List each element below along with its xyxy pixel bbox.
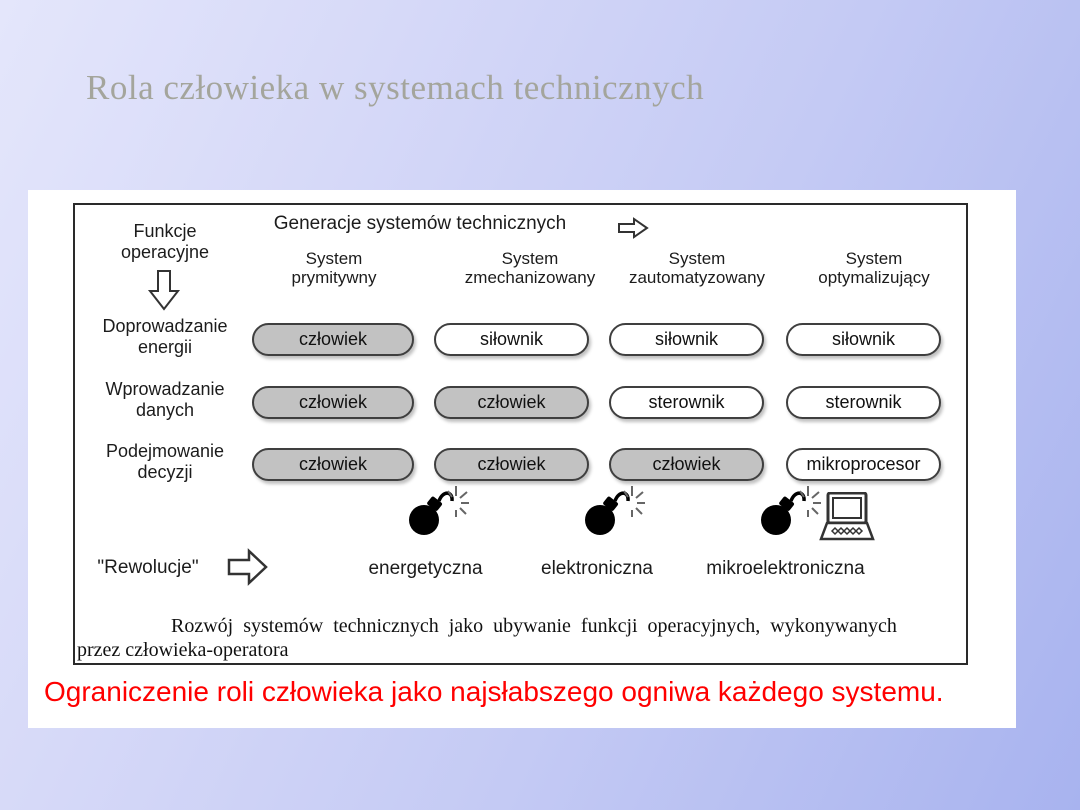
cell-pill: sterownik (609, 386, 764, 419)
revolution-mikroelektroniczna: mikroelektroniczna (706, 558, 865, 579)
column-header-line2: prymitywny (291, 268, 377, 287)
revolution-energetyczna: energetyczna (368, 558, 483, 579)
cell-pill: człowiek (609, 448, 764, 481)
cell-pill: człowiek (252, 323, 414, 356)
column-header-system-zmechanizowany: System zmechanizowany (435, 249, 625, 287)
cell-pill: siłownik (434, 323, 589, 356)
diagram-caption-line2: przez człowieka-operatora (77, 639, 289, 661)
row-label-line2: decyzji (137, 462, 193, 482)
column-header-line2: zautomatyzowany (628, 268, 766, 287)
row-label-doprowadzanie-energii: Doprowadzanie energii (75, 316, 255, 358)
row-label-line1: Podejmowanie (105, 441, 225, 461)
row-label-line2: danych (135, 400, 195, 420)
cell-pill: sterownik (786, 386, 941, 419)
bomb-icon (407, 484, 469, 538)
revolution-elektroniczna: elektroniczna (541, 558, 653, 579)
row-label-line2: energii (137, 337, 193, 357)
column-header-system-zautomatyzowany: System zautomatyzowany (602, 249, 792, 287)
row-label-wprowadzanie-danych: Wprowadzanie danych (75, 379, 255, 421)
bomb-icon (759, 484, 821, 538)
cell-pill: siłownik (786, 323, 941, 356)
diagram-caption-line1: Rozwój systemów technicznych jako ubywan… (171, 615, 897, 637)
right-arrow-icon (227, 546, 269, 588)
generations-title: Generacje systemów technicznych (273, 213, 567, 234)
functions-label-line1: Funkcje (133, 221, 197, 241)
column-header-system-optymalizujacy: System optymalizujący (779, 249, 969, 287)
cell-pill: człowiek (252, 448, 414, 481)
column-header-line1: System (668, 249, 726, 268)
conclusion-text: Ograniczenie roli człowieka jako najsłab… (44, 676, 944, 707)
computer-icon (819, 492, 875, 544)
column-header-line1: System (305, 249, 363, 268)
row-label-line1: Doprowadzanie (102, 316, 228, 336)
slide-title: Rola człowieka w systemach technicznych (86, 68, 705, 107)
column-header-line1: System (845, 249, 903, 268)
column-header-line2: optymalizujący (818, 268, 930, 287)
cell-pill: siłownik (609, 323, 764, 356)
functions-label: Funkcje operacyjne (75, 221, 255, 263)
revolutions-label: "Rewolucje" (97, 557, 199, 578)
column-header-system-prymitywny: System prymitywny (239, 249, 429, 287)
bomb-icon (583, 484, 645, 538)
cell-pill: człowiek (252, 386, 414, 419)
down-arrow-icon (147, 269, 181, 311)
functions-label-line2: operacyjne (120, 242, 210, 262)
column-header-line2: zmechanizowany (464, 268, 596, 287)
row-label-line1: Wprowadzanie (105, 379, 225, 399)
cell-pill: mikroprocesor (786, 448, 941, 481)
right-arrow-icon (617, 216, 649, 240)
cell-pill: człowiek (434, 386, 589, 419)
column-header-line1: System (501, 249, 559, 268)
content-panel: Funkcje operacyjne Generacje systemów te… (28, 190, 1016, 728)
row-label-podejmowanie-decyzji: Podejmowanie decyzji (75, 441, 255, 483)
cell-pill: człowiek (434, 448, 589, 481)
diagram-box: Funkcje operacyjne Generacje systemów te… (73, 203, 968, 665)
